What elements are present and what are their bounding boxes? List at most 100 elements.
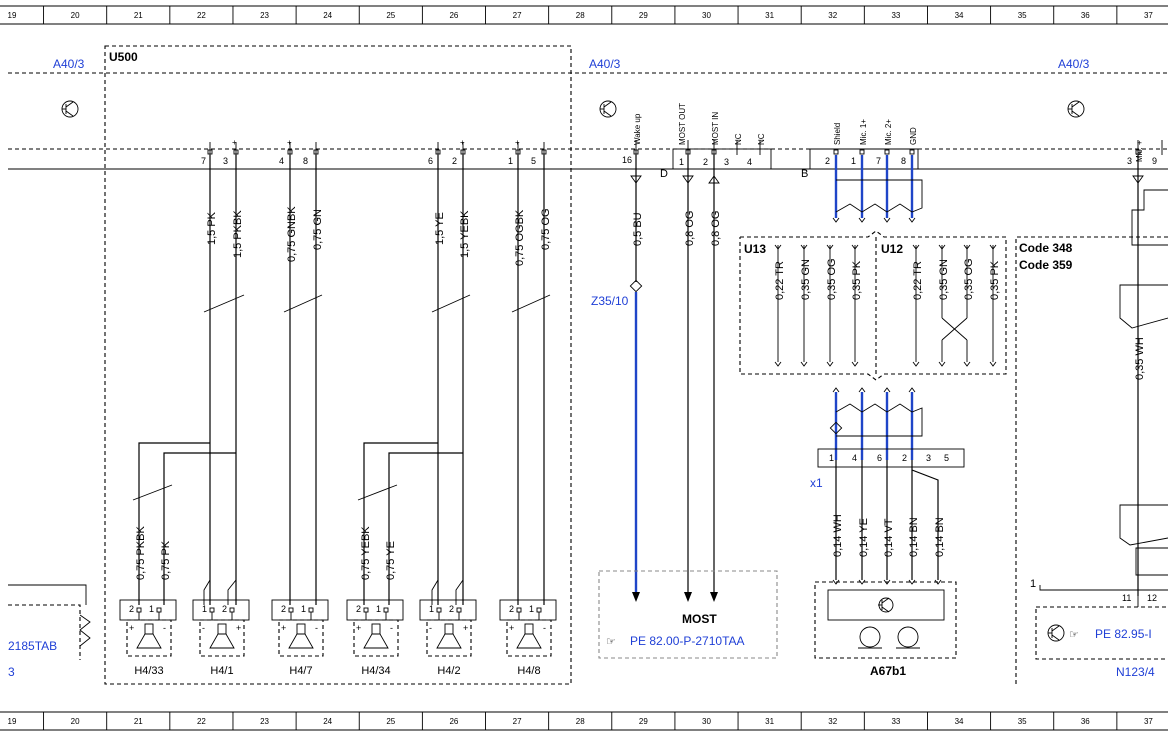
wire-label: 0,14 BN [934,517,946,557]
mic-box-name: A67b1 [870,664,906,678]
wire-label: 1,5 YE [434,212,446,245]
x1-pin: 5 [944,453,949,463]
wire-label: 0,8 OG [710,211,722,246]
ref-u12: U12 [881,242,903,256]
grid-column-label: 29 [639,11,648,20]
wire-label: 0,75 GN [312,209,324,250]
ref-n123-4[interactable]: N123/4 [1116,665,1155,679]
pin-b1: 1 [851,156,856,166]
grid-column-label: 20 [71,717,80,726]
pin-name-mic: Mic. + [1135,140,1144,162]
pin-1: 1 [508,156,513,166]
grid-column-label: 23 [260,11,269,20]
ref-a40-right[interactable]: A40/3 [1058,57,1090,71]
wire-label: 0,14 WH [832,514,844,557]
pin-name-most-in: MOST IN [711,112,720,145]
polarity-sign: - [202,623,205,633]
speaker-pin: 1 [149,604,154,614]
pin-b7: 7 [876,156,881,166]
wire-label: 0,75 OG [540,208,552,250]
pin-name-mic2: Mic. 2+ [884,119,893,145]
grid-column-label: 19 [8,717,17,726]
polarity-sign: + [236,623,241,633]
grid-column-label: 33 [891,11,900,20]
pin-4: 4 [279,156,284,166]
polarity-sign: + [509,623,514,633]
polarity-sign: - [163,623,166,633]
wire-label: 0,35 GN [938,259,950,300]
u500-box [104,45,572,685]
speaker-name: H4/1 [210,665,233,677]
pin-name-most-out: MOST OUT [678,103,687,145]
wire-label: 0,35 PK [851,260,863,300]
grid-column-label: 35 [1018,717,1027,726]
grid-column-label: 29 [639,717,648,726]
x1-pin: 1 [829,453,834,463]
polarity-sign: + [463,623,468,633]
transistor-symbol-right [1067,100,1085,118]
mic-box-a67b1 [814,581,957,659]
polarity-sign: - [390,623,393,633]
link-pe-82-95[interactable]: PE 82.95-I [1095,627,1152,641]
grid-column-label: 34 [955,11,964,20]
ref-x1[interactable]: x1 [810,476,823,490]
grid-column-label: 22 [197,717,206,726]
wire-label: 0,75 OGBK [514,209,526,266]
speaker-pin: 2 [509,604,514,614]
ref-z35-10[interactable]: Z35/10 [591,294,629,308]
wire-label: 0,22 TR [912,261,924,300]
grid-column-label: 36 [1081,717,1090,726]
grid-column-label: 24 [323,11,332,20]
pin-most-4: 4 [747,157,752,167]
label-1: 1 [1030,578,1036,590]
pin-11: 11 [1122,593,1131,603]
grid-column-label: 35 [1018,11,1027,20]
speaker-pin: 1 [429,604,434,614]
grid-column-label: 25 [386,11,395,20]
pin-name-mic1: Mic. 1+ [859,119,868,145]
speaker-pin: 2 [449,604,454,614]
wire-label: 0,35 OG [826,258,838,300]
pin-r3: 3 [1127,156,1132,166]
grid-column-label: 37 [1144,11,1153,20]
plus-sign: + [232,138,237,147]
grid-column-label: 21 [134,11,143,20]
link-2185tab[interactable]: 2185TAB [8,639,57,653]
left-edge-component [8,584,91,660]
wire-label: 1,5 PK [206,211,218,245]
wire-label: 0,75 GNBK [286,206,298,262]
grid-column-label: 32 [828,717,837,726]
ref-a40-mid[interactable]: A40/3 [589,57,621,71]
wire-label: 0,8 OG [684,211,696,246]
plus-sign: + [460,138,465,147]
pin-most-2: 2 [703,157,708,167]
wire-label: 0,75 YE [385,541,397,580]
pin-7: 7 [201,156,206,166]
polarity-sign: + [356,623,361,633]
grid-column-label: 24 [323,717,332,726]
speaker-pin: 1 [529,604,534,614]
grid-ruler-top [0,5,1168,25]
most-connector [633,140,772,170]
pin-name-nc: NC [734,133,743,145]
wire-label: 0,75 PK [160,540,172,580]
plus-sign: + [515,138,520,147]
speaker-name: H4/8 [517,665,540,677]
grid-column-label: 31 [765,717,774,726]
mic-wires-upper [832,155,923,223]
pin-name-nc: NC [757,133,766,145]
wire-label: 0,75 YEBK [360,526,372,580]
link-pe-82-00[interactable]: PE 82.00-P-2710TAA [630,634,745,648]
ref-a40-left[interactable]: A40/3 [53,57,85,71]
pointer-icon: ☞ [1069,629,1079,641]
ref-u500: U500 [109,50,138,64]
pin-name-shield: Shield [833,123,842,145]
grid-column-label: 25 [386,717,395,726]
speaker-pin: 2 [222,604,227,614]
most-wires [629,155,720,602]
grid-column-label: 33 [891,717,900,726]
mic-connector-b [809,148,919,169]
pin-12: 12 [1147,593,1157,603]
